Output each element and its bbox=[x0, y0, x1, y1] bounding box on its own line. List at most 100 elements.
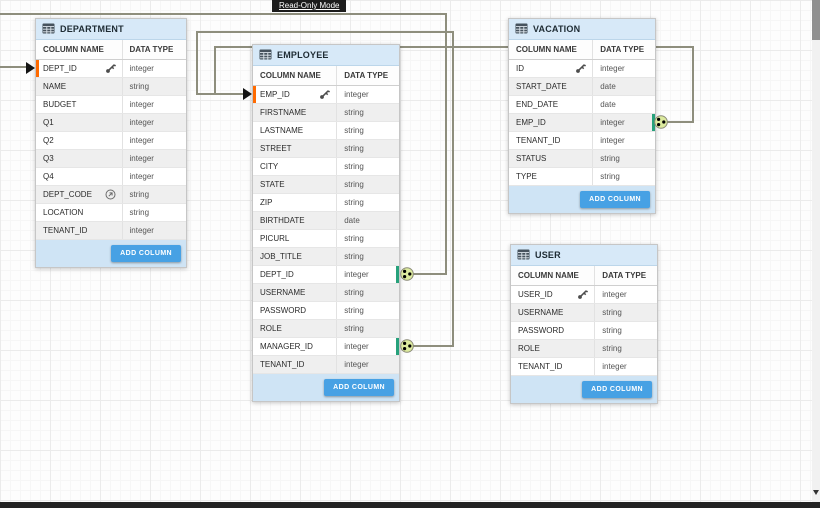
column-row[interactable]: ID integer bbox=[509, 60, 655, 78]
column-name-cell: DEPT_CODE bbox=[36, 186, 122, 203]
column-name-cell: Q3 bbox=[36, 150, 122, 167]
table-title-bar[interactable]: VACATION bbox=[509, 19, 655, 40]
vertical-scrollbar[interactable] bbox=[812, 0, 820, 502]
connection-handle-icon[interactable] bbox=[654, 115, 668, 129]
data-type-cell: string bbox=[336, 194, 399, 211]
add-column-button[interactable]: ADD COLUMN bbox=[111, 245, 181, 262]
column-name: CITY bbox=[260, 162, 279, 171]
data-type-cell: integer bbox=[336, 266, 399, 283]
data-type-cell: string bbox=[336, 158, 399, 175]
primary-key-icon bbox=[105, 63, 116, 76]
reference-arrow-icon bbox=[105, 189, 116, 202]
column-row[interactable]: DEPT_CODE string bbox=[36, 186, 186, 204]
column-name-header: COLUMN NAME bbox=[516, 45, 577, 54]
table-title-bar[interactable]: USER bbox=[511, 245, 657, 266]
relationship-line-segment bbox=[196, 31, 198, 95]
column-row[interactable]: START_DATE date bbox=[509, 78, 655, 96]
column-row[interactable]: PASSWORD string bbox=[511, 322, 657, 340]
relationship-line-segment bbox=[412, 345, 454, 347]
column-row[interactable]: Q2 integer bbox=[36, 132, 186, 150]
primary-key-icon bbox=[577, 289, 589, 302]
data-type: string bbox=[344, 198, 364, 207]
data-type: integer bbox=[600, 118, 625, 127]
column-row[interactable]: BIRTHDATE date bbox=[253, 212, 399, 230]
data-type: string bbox=[344, 234, 364, 243]
column-name-cell: ID bbox=[509, 60, 592, 77]
column-row[interactable]: CITY string bbox=[253, 158, 399, 176]
table-title-bar[interactable]: DEPARTMENT bbox=[36, 19, 186, 40]
column-row[interactable]: EMP_ID integer bbox=[253, 86, 399, 104]
column-row[interactable]: STATUS string bbox=[509, 150, 655, 168]
column-row[interactable]: USERNAME string bbox=[511, 304, 657, 322]
column-name-cell: BIRTHDATE bbox=[253, 212, 336, 229]
data-type: string bbox=[344, 324, 364, 333]
column-row[interactable]: STATE string bbox=[253, 176, 399, 194]
column-row[interactable]: TENANT_ID integer bbox=[509, 132, 655, 150]
add-column-button[interactable]: ADD COLUMN bbox=[580, 191, 650, 208]
column-row[interactable]: BUDGET integer bbox=[36, 96, 186, 114]
data-type: string bbox=[344, 126, 364, 135]
column-row[interactable]: Q1 integer bbox=[36, 114, 186, 132]
data-type-cell: integer bbox=[594, 286, 657, 303]
column-row[interactable]: END_DATE date bbox=[509, 96, 655, 114]
column-name-cell: STREET bbox=[253, 140, 336, 157]
column-row[interactable]: ROLE string bbox=[253, 320, 399, 338]
connection-handle-icon[interactable] bbox=[400, 339, 414, 353]
column-row[interactable]: PASSWORD string bbox=[253, 302, 399, 320]
column-row[interactable]: ZIP string bbox=[253, 194, 399, 212]
column-name: TENANT_ID bbox=[43, 226, 88, 235]
table-grid-icon bbox=[517, 249, 530, 262]
data-type: integer bbox=[129, 172, 154, 181]
column-row[interactable]: TENANT_ID integer bbox=[36, 222, 186, 240]
column-row[interactable]: LOCATION string bbox=[36, 204, 186, 222]
table-title: VACATION bbox=[533, 24, 581, 34]
column-name: PICURL bbox=[260, 234, 290, 243]
column-row[interactable]: USERNAME string bbox=[253, 284, 399, 302]
vertical-scrollbar-thumb[interactable] bbox=[812, 0, 820, 40]
column-row[interactable]: TENANT_ID integer bbox=[511, 358, 657, 376]
column-row[interactable]: PICURL string bbox=[253, 230, 399, 248]
column-row[interactable]: ROLE string bbox=[511, 340, 657, 358]
scroll-down-arrow-icon[interactable] bbox=[813, 490, 819, 495]
column-row[interactable]: EMP_ID integer bbox=[509, 114, 655, 132]
table-department[interactable]: DEPARTMENT COLUMN NAME DATA TYPE DEPT_ID… bbox=[35, 18, 187, 268]
column-row[interactable]: MANAGER_ID integer bbox=[253, 338, 399, 356]
column-name-cell: Q1 bbox=[36, 114, 122, 131]
column-name: ZIP bbox=[260, 198, 273, 207]
column-row[interactable]: Q3 integer bbox=[36, 150, 186, 168]
data-type-cell: string bbox=[121, 78, 187, 95]
column-row[interactable]: JOB_TITLE string bbox=[253, 248, 399, 266]
diagram-canvas[interactable]: DEPARTMENT COLUMN NAME DATA TYPE DEPT_ID… bbox=[0, 0, 812, 502]
primary-key-icon bbox=[575, 63, 587, 76]
data-type-cell: integer bbox=[121, 96, 187, 113]
column-row[interactable]: NAME string bbox=[36, 78, 186, 96]
horizontal-scrollbar[interactable] bbox=[0, 502, 820, 508]
column-row[interactable]: STREET string bbox=[253, 140, 399, 158]
column-name-cell: LOCATION bbox=[36, 204, 122, 221]
column-name-cell: TENANT_ID bbox=[253, 356, 336, 373]
data-type: integer bbox=[344, 270, 369, 279]
table-employee[interactable]: EMPLOYEE COLUMN NAME DATA TYPE EMP_ID in… bbox=[252, 44, 400, 402]
data-type: integer bbox=[344, 342, 369, 351]
table-vacation[interactable]: VACATION COLUMN NAME DATA TYPE ID intege… bbox=[508, 18, 656, 214]
column-name: ROLE bbox=[260, 324, 282, 333]
column-name-cell: STATE bbox=[253, 176, 336, 193]
column-row[interactable]: TENANT_ID integer bbox=[253, 356, 399, 374]
column-row[interactable]: DEPT_ID integer bbox=[36, 60, 186, 78]
column-row[interactable]: TYPE string bbox=[509, 168, 655, 186]
column-name-cell: MANAGER_ID bbox=[253, 338, 336, 355]
table-title-bar[interactable]: EMPLOYEE bbox=[253, 45, 399, 66]
column-row[interactable]: Q4 integer bbox=[36, 168, 186, 186]
column-name: LASTNAME bbox=[260, 126, 304, 135]
connection-handle-icon[interactable] bbox=[400, 267, 414, 281]
column-name-cell: LASTNAME bbox=[253, 122, 336, 139]
data-type: string bbox=[602, 326, 622, 335]
add-column-button[interactable]: ADD COLUMN bbox=[324, 379, 394, 396]
column-row[interactable]: LASTNAME string bbox=[253, 122, 399, 140]
add-column-button[interactable]: ADD COLUMN bbox=[582, 381, 652, 398]
table-user[interactable]: USER COLUMN NAME DATA TYPE USER_ID integ… bbox=[510, 244, 658, 404]
column-name-cell: BUDGET bbox=[36, 96, 122, 113]
column-row[interactable]: DEPT_ID integer bbox=[253, 266, 399, 284]
column-row[interactable]: FIRSTNAME string bbox=[253, 104, 399, 122]
column-row[interactable]: USER_ID integer bbox=[511, 286, 657, 304]
